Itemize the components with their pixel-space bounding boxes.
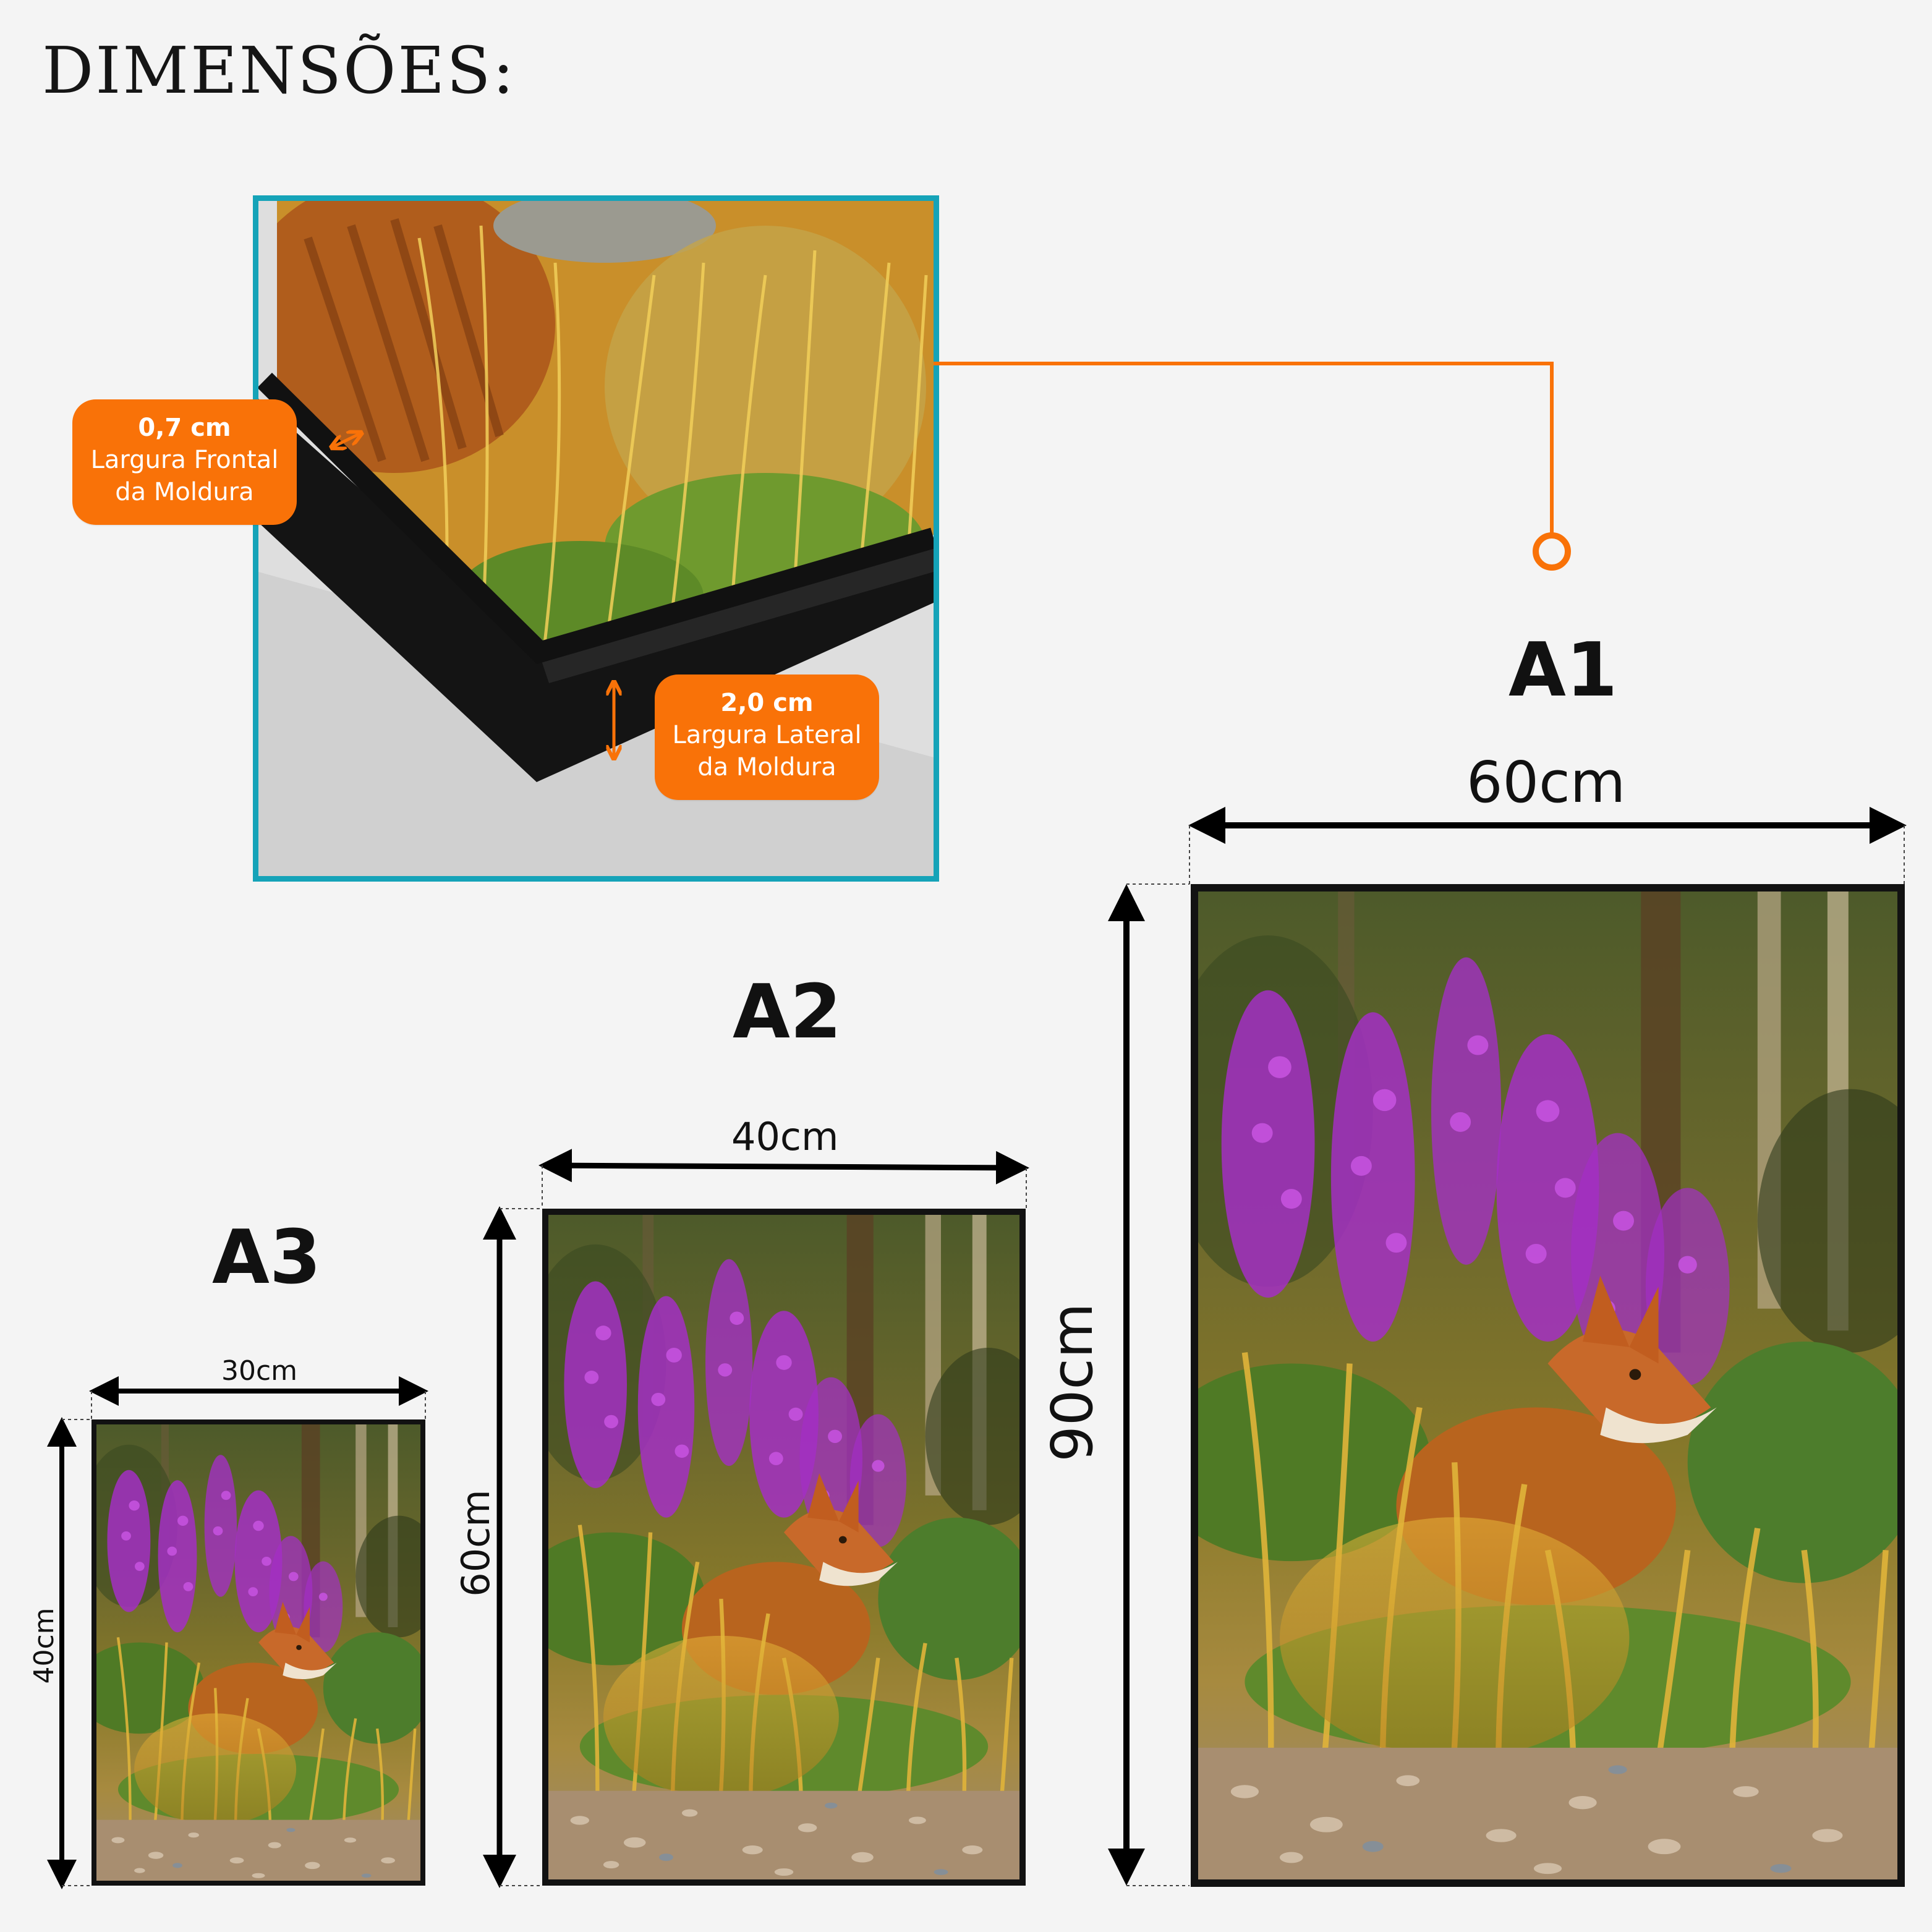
poster-a1 (1191, 884, 1905, 1887)
side-width-badge: 2,0 cm Largura Lateral da Moldura (655, 674, 879, 800)
front-width-badge: 0,7 cm Largura Frontal da Moldura (72, 399, 297, 525)
a2-width-arrow (538, 1149, 1029, 1185)
callout-connector-line (934, 362, 1554, 537)
poster-a2 (542, 1209, 1026, 1886)
front-width-value: 0,7 cm (138, 414, 231, 442)
fox-photo-a1 (1198, 892, 1897, 1879)
side-width-value: 2,0 cm (720, 689, 814, 717)
size-a2-height: 60cm (453, 1489, 498, 1597)
fox-photo-a2 (548, 1215, 1019, 1879)
size-a3-height: 40cm (28, 1607, 60, 1684)
frame-detail-inset (253, 195, 939, 882)
side-width-label-line2: da Moldura (697, 753, 836, 781)
frame-corner-illustration (258, 201, 934, 876)
front-width-label-line2: da Moldura (115, 478, 254, 506)
size-a3-title: A3 (212, 1215, 321, 1301)
size-a3-width: 30cm (221, 1355, 298, 1387)
front-width-arrow (333, 433, 360, 447)
size-a1-width: 60cm (1466, 749, 1626, 815)
side-width-label-line1: Largura Lateral (672, 721, 862, 749)
callout-connector-dot (1533, 532, 1571, 571)
size-a2-title: A2 (733, 969, 842, 1055)
size-a2-width: 40cm (731, 1114, 839, 1159)
size-a1-height: 90cm (1039, 1303, 1105, 1462)
page-title: DIMENSÕES: (42, 33, 516, 108)
front-width-label-line1: Largura Frontal (90, 446, 279, 474)
poster-a3 (91, 1419, 425, 1886)
fox-photo-a3 (96, 1424, 420, 1881)
size-a1-title: A1 (1509, 628, 1618, 713)
